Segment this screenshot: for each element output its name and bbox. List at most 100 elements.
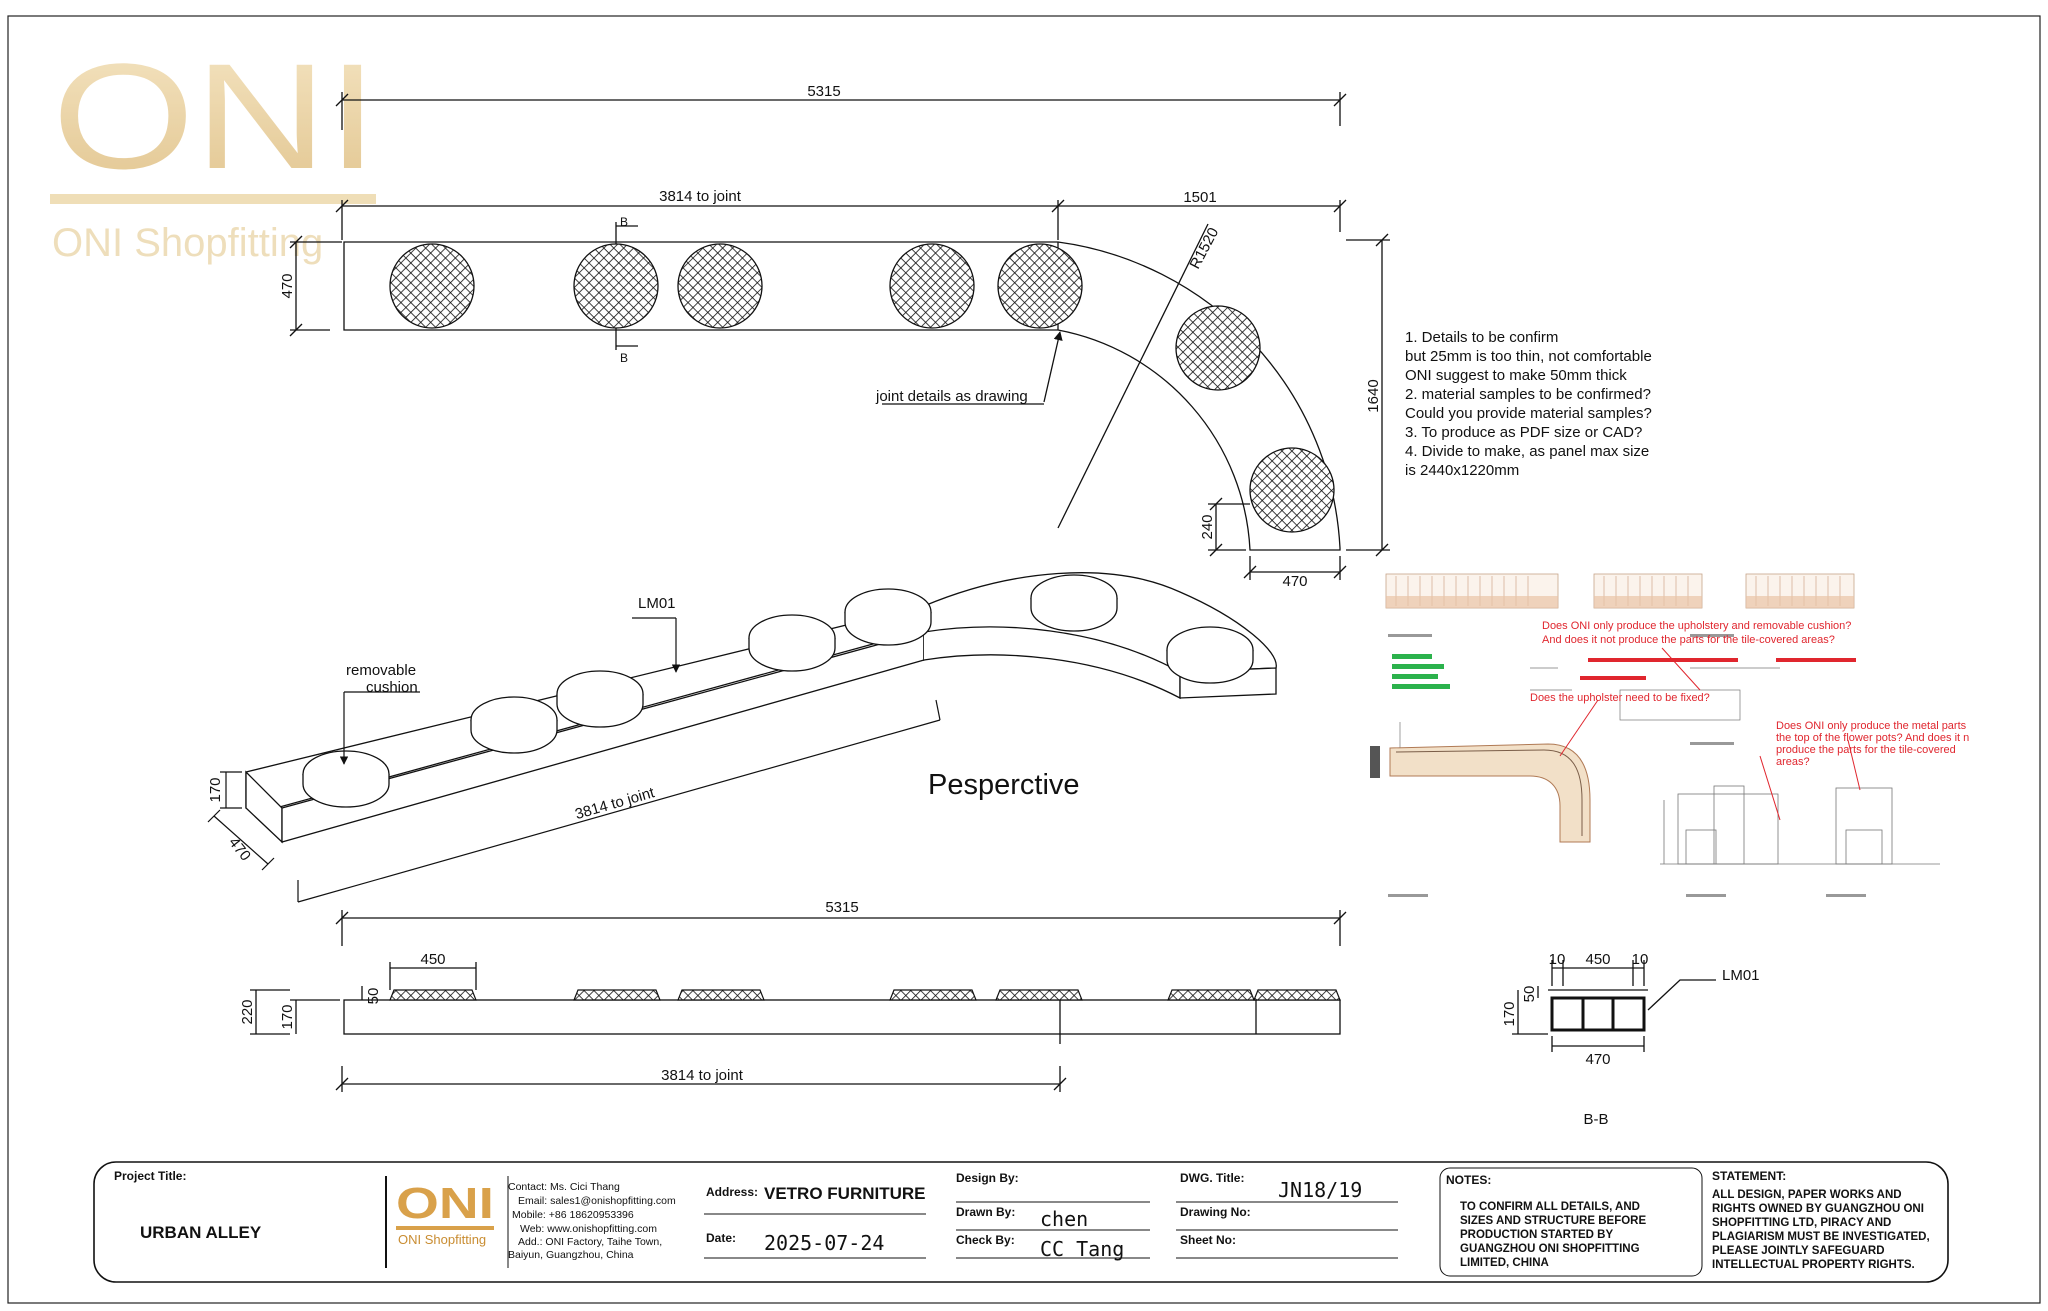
statement-title: STATEMENT:	[1712, 1169, 1786, 1183]
section-material-tag: LM01	[1722, 967, 1760, 984]
title-block	[93, 1161, 1949, 1283]
note-line: 4. Divide to make, as panel max size	[1405, 443, 1649, 460]
perspective-title: Pesperctive	[928, 769, 1080, 801]
section-dim-height: 170	[1501, 1001, 1518, 1026]
check-by-value: CC Tang	[1040, 1237, 1124, 1261]
statement-line: RIGHTS OWNED BY GUANGZHOU ONI	[1712, 1203, 1924, 1215]
statement-line: INTELLECTUAL PROPERTY RIGHTS.	[1712, 1259, 1915, 1271]
section-dim-side-left: 10	[1549, 951, 1566, 968]
title-block-logo-subtitle: ONI Shopfitting	[398, 1232, 486, 1247]
contact-line: Contact: Ms. Cici Thang	[508, 1181, 620, 1193]
elevation-dim-total-h: 220	[239, 999, 256, 1024]
elevation-view	[250, 910, 1347, 1092]
title-block-logo-text: ONI	[396, 1179, 494, 1228]
plan-dim-radius: R1520	[1187, 225, 1223, 272]
dwg-title-label: DWG. Title:	[1180, 1171, 1244, 1185]
drawn-by-value: chen	[1040, 1207, 1088, 1231]
note-line: is 2440x1220mm	[1405, 462, 1519, 479]
section-mark-top: B	[620, 215, 628, 229]
perspective-dim-height: 170	[207, 777, 224, 802]
watermark-logo-bar	[50, 194, 376, 204]
note-line: 3. To produce as PDF size or CAD?	[1405, 424, 1642, 441]
elevation-dim-cushion-h: 50	[365, 988, 382, 1005]
section-bb	[1512, 960, 1716, 1052]
section-title: B-B	[1583, 1111, 1608, 1128]
sheet-border	[7, 15, 2041, 1304]
design-by-label: Design By:	[956, 1171, 1019, 1185]
project-title-label: Project Title:	[114, 1169, 186, 1183]
section-dim-width: 470	[1585, 1051, 1610, 1068]
plan-dim-to-joint: 3814 to joint	[659, 188, 742, 205]
note-line: Could you provide material samples?	[1405, 405, 1652, 422]
contact-line: Mobile: +86 18620953396	[512, 1209, 634, 1221]
sheet-no-label: Sheet No:	[1180, 1233, 1236, 1247]
elevation-cushions	[389, 989, 1341, 1001]
ref-question-2: Does the upholster need to be fixed?	[1530, 692, 1710, 704]
elevation-dim-cushion: 450	[420, 951, 445, 968]
contact-line: Baiyun, Guangzhou, China	[508, 1249, 634, 1261]
statement-line: SHOPFITTING LTD, PIRACY AND	[1712, 1217, 1891, 1229]
plan-dim-end-width: 470	[1282, 573, 1307, 590]
notes-line: PRODUCTION STARTED BY	[1460, 1229, 1613, 1241]
section-dim-mid: 450	[1585, 951, 1610, 968]
ref-question-3a: Does ONI only produce the metal parts	[1776, 720, 1967, 732]
dwg-title-value: JN18/19	[1278, 1178, 1362, 1202]
statement-line: PLEASE JOINTLY SAFEGUARD	[1712, 1245, 1885, 1257]
note-line: 2. material samples to be confirmed?	[1405, 386, 1651, 403]
notes-line: SIZES AND STRUCTURE BEFORE	[1460, 1215, 1646, 1227]
date-value: 2025-07-24	[764, 1231, 884, 1255]
watermark-logo: ONI ONI Shopfitting	[50, 32, 378, 265]
notes-line: TO CONFIRM ALL DETAILS, AND	[1460, 1201, 1640, 1213]
watermark-logo-text: ONI	[52, 32, 378, 200]
perspective-dim-width: 470	[225, 834, 254, 864]
section-dim-side-right: 10	[1632, 951, 1649, 968]
note-line: but 25mm is too thin, not comfortable	[1405, 348, 1652, 365]
statement-line: PLAGIARISM MUST BE INVESTIGATED,	[1712, 1231, 1930, 1243]
watermark-logo-subtitle: ONI Shopfitting	[52, 221, 323, 265]
cushion-label-1: removable	[346, 662, 416, 679]
reference-image: Does ONI only produce the upholstery and…	[1370, 570, 1969, 902]
contact-line: Add.: ONI Factory, Taihe Town,	[518, 1236, 662, 1248]
elevation-dim-to-joint: 3814 to joint	[661, 1067, 744, 1084]
project-title-value: URBAN ALLEY	[140, 1223, 262, 1242]
plan-cushions	[389, 243, 1335, 533]
section-mark-bottom: B	[620, 351, 628, 365]
note-line: ONI suggest to make 50mm thick	[1405, 367, 1627, 384]
plan-dim-end-length: 240	[1199, 514, 1216, 539]
drawing-no-label: Drawing No:	[1180, 1205, 1251, 1219]
notes-line: GUANGZHOU ONI SHOPFITTING	[1460, 1243, 1640, 1255]
section-dim-top: 50	[1521, 986, 1538, 1003]
check-by-label: Check By:	[956, 1233, 1015, 1247]
perspective-dims	[207, 617, 941, 903]
address-value: VETRO FURNITURE	[764, 1184, 926, 1203]
ref-question-3c: produce the parts for the tile-covered	[1776, 744, 1956, 756]
ref-question-1b: And does it not produce the parts for th…	[1542, 634, 1835, 646]
notes-title: NOTES:	[1446, 1173, 1491, 1187]
note-line: 1. Details to be confirm	[1405, 329, 1558, 346]
plan-dim-right: 1501	[1183, 189, 1216, 206]
address-label: Address:	[706, 1185, 758, 1199]
perspective-view	[245, 572, 1277, 844]
title-block-logo: ONI ONI Shopfitting	[396, 1179, 494, 1247]
plan-dim-height: 1640	[1365, 379, 1382, 412]
cushion-label-2: cushion	[366, 679, 418, 696]
joint-note: joint details as drawing	[875, 388, 1028, 405]
statement-line: ALL DESIGN, PAPER WORKS AND	[1712, 1189, 1902, 1201]
plan-dim-width: 470	[279, 273, 296, 298]
notes-block: 1. Details to be confirm but 25mm is too…	[1405, 329, 1652, 479]
ref-question-3d: areas?	[1776, 756, 1810, 768]
drawn-by-label: Drawn By:	[956, 1205, 1015, 1219]
perspective-cushions	[302, 574, 1254, 808]
date-label: Date:	[706, 1231, 736, 1245]
elevation-dim-total: 5315	[825, 899, 858, 916]
perspective-dim-length: 3814 to joint	[573, 784, 657, 823]
contact-line: Email: sales1@onishopfitting.com	[518, 1195, 676, 1207]
elevation-dim-base-h: 170	[279, 1004, 296, 1029]
contact-line: Web: www.onishopfitting.com	[520, 1223, 657, 1235]
notes-line: LIMITED, CHINA	[1460, 1257, 1549, 1269]
perspective-material-tag: LM01	[638, 595, 676, 612]
plan-dim-total: 5315	[807, 83, 840, 100]
ref-question-1a: Does ONI only produce the upholstery and…	[1542, 620, 1851, 632]
ref-question-3b: the top of the flower pots? And does it …	[1776, 732, 1969, 744]
